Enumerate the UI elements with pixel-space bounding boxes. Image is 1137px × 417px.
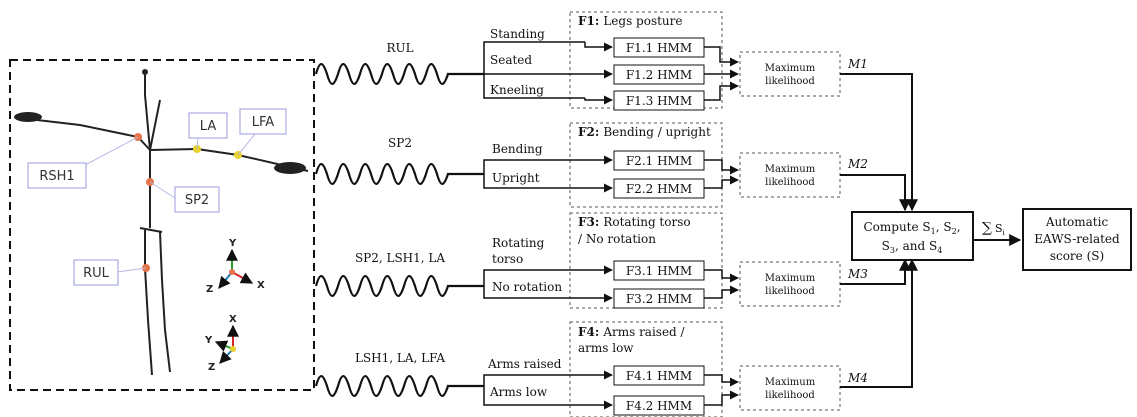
label-box-rul <box>73 259 119 286</box>
svg-text:F1:Legs posture: F1:Legs posture <box>578 14 683 28</box>
svg-text:Maximum: Maximum <box>765 164 816 175</box>
svg-text:score (S): score (S) <box>1050 249 1104 263</box>
svg-text:Maximum: Maximum <box>765 63 816 74</box>
group-f3: F3:Rotating torso / No rotation Rotating… <box>483 212 868 309</box>
input-seated: Seated <box>490 53 532 67</box>
label-rul: RUL <box>83 266 110 281</box>
svg-text:Maximum: Maximum <box>765 377 816 388</box>
svg-text:F1.1 HMM: F1.1 HMM <box>626 41 692 55</box>
svg-text:Y: Y <box>204 335 213 346</box>
svg-text:likelihood: likelihood <box>765 177 815 188</box>
axes-top: Y X Z <box>206 238 265 295</box>
svg-text:likelihood: likelihood <box>765 286 815 297</box>
input-arms-low: Arms low <box>489 385 548 399</box>
svg-text:F4.2 HMM: F4.2 HMM <box>626 399 692 413</box>
svg-text:Compute S1, S2,: Compute S1, S2, <box>863 220 960 236</box>
svg-text:F2.1 HMM: F2.1 HMM <box>626 154 692 168</box>
label-lfa: LFA <box>252 115 275 130</box>
input-no-rotation: No rotation <box>492 280 562 294</box>
signal-label-1: RUL <box>386 41 413 55</box>
label-box-rsh1 <box>27 162 87 189</box>
label-box-lfa <box>239 108 287 135</box>
input-arms-raised: Arms raised <box>487 357 562 371</box>
svg-text:F2:Bending / upright: F2:Bending / upright <box>578 125 711 139</box>
ml-box-1 <box>739 51 841 97</box>
svg-text:F4:Arms raised /: F4:Arms raised / <box>578 325 686 339</box>
svg-text:F3.2 HMM: F3.2 HMM <box>626 292 692 306</box>
sum-label: ∑Si <box>982 220 1006 237</box>
label-rsh1: RSH1 <box>39 169 74 184</box>
signal-label-2: SP2 <box>388 136 412 150</box>
m2-label: M2 <box>847 157 868 171</box>
svg-text:Maximum: Maximum <box>765 273 816 284</box>
svg-text:X: X <box>229 314 237 325</box>
merge-lines <box>840 73 918 388</box>
m1-label: M1 <box>847 57 868 71</box>
svg-text:X: X <box>257 280 265 291</box>
compute-box: Compute S1, S2, S3, and S4 <box>851 211 974 261</box>
label-box-la <box>188 112 228 139</box>
label-la: LA <box>200 119 217 134</box>
input-rotating-1: Rotating <box>492 236 545 250</box>
input-kneeling: Kneeling <box>490 83 544 97</box>
svg-text:arms low: arms low <box>578 341 634 355</box>
label-sp2: SP2 <box>185 193 209 208</box>
skeleton-panel: LA LFA RSH1 SP2 RUL Y X Z X Y Z <box>9 59 315 391</box>
skeleton-figure <box>19 72 309 376</box>
group-f2: F2:Bending / upright Bending Upright F2.… <box>483 122 868 208</box>
input-standing: Standing <box>490 27 545 41</box>
input-rotating-2: torso <box>492 252 523 266</box>
signal-label-4: LSH1, LA, LFA <box>355 351 445 365</box>
signal-label-3: SP2, LSH1, LA <box>355 251 445 265</box>
m3-label: M3 <box>847 267 868 281</box>
svg-text:Automatic: Automatic <box>1045 215 1109 229</box>
svg-text:EAWS-related: EAWS-related <box>1034 232 1120 246</box>
svg-text:Z: Z <box>208 362 215 373</box>
svg-text:F1.3 HMM: F1.3 HMM <box>626 94 692 108</box>
svg-text:/ No rotation: / No rotation <box>578 232 656 246</box>
svg-text:Y: Y <box>228 238 237 249</box>
ml-box-2 <box>739 152 841 198</box>
svg-text:F4.1 HMM: F4.1 HMM <box>626 369 692 383</box>
label-box-sp2 <box>174 186 220 213</box>
ml-box-4 <box>739 365 841 411</box>
axes-bottom: X Y Z <box>204 314 239 373</box>
signal-wave-3 <box>314 275 484 297</box>
svg-text:likelihood: likelihood <box>765 76 815 87</box>
signal-wave-1 <box>314 62 484 85</box>
input-upright: Upright <box>492 171 540 185</box>
svg-text:likelihood: likelihood <box>765 390 815 401</box>
svg-text:F1.2 HMM: F1.2 HMM <box>626 68 692 82</box>
svg-text:F3:Rotating torso: F3:Rotating torso <box>578 215 691 229</box>
m4-label: M4 <box>847 371 868 385</box>
signal-wave-2 <box>314 163 484 185</box>
svg-text:S3, and S4: S3, and S4 <box>882 239 943 255</box>
output-box: Automatic EAWS-related score (S) <box>1022 208 1132 271</box>
signal-wave-4 <box>314 375 484 397</box>
hand-clusters <box>14 69 306 174</box>
ml-box-3 <box>739 261 841 307</box>
group-f4: F4:Arms raised / arms low Arms raised Ar… <box>483 321 868 417</box>
svg-text:F3.1 HMM: F3.1 HMM <box>626 264 692 278</box>
svg-text:F2.2 HMM: F2.2 HMM <box>626 182 692 196</box>
skeleton-frame <box>9 59 315 391</box>
group-f1: F1:Legs posture Standing Seated Kneeling… <box>483 11 868 111</box>
input-bending: Bending <box>492 142 543 156</box>
signal-waves <box>314 62 484 397</box>
svg-text:Z: Z <box>206 284 213 295</box>
